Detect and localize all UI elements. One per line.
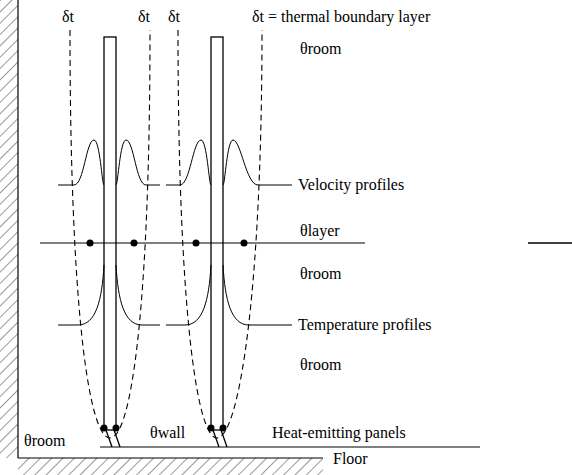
diagram-label: θroom [300, 40, 341, 58]
diagram-label: Velocity profiles [298, 176, 404, 194]
velocity-profiles [58, 140, 292, 185]
diagram-label: δt = thermal boundary layer [252, 8, 430, 26]
diagram-label: Heat-emitting panels [272, 424, 406, 442]
boundary-layers [70, 30, 262, 438]
layer-line [40, 242, 572, 243]
diagram-label: Temperature profiles [298, 316, 431, 334]
temperature-profiles [58, 265, 292, 325]
floor [18, 458, 323, 475]
wall [0, 0, 18, 458]
diagram-label: Floor [333, 450, 368, 468]
diagram-label: θroom [300, 356, 341, 374]
base-line [100, 446, 480, 447]
panels [104, 37, 227, 447]
diagram-label: δt [168, 8, 180, 26]
diagram-label: δt [62, 8, 74, 26]
diagram-label: θwall [150, 424, 185, 442]
diagram-label: θroom [24, 432, 65, 450]
diagram-label: θroom [300, 265, 341, 283]
diagram-label: δt [138, 8, 150, 26]
diagram-label: θlayer [300, 222, 340, 240]
